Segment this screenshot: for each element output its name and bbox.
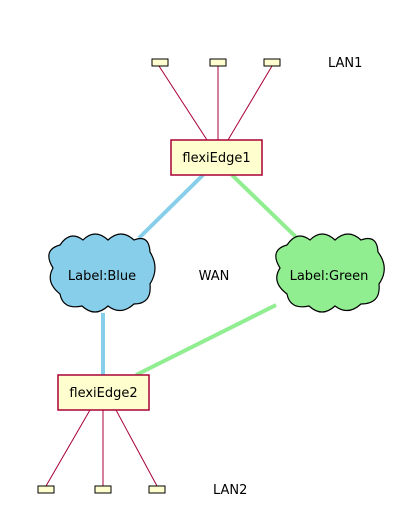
cloud-green-label: Label:Green [290, 269, 369, 284]
lan1-endpoint-2 [209, 58, 227, 67]
cloud-blue: Label:Blue [48, 233, 156, 313]
node-flexiedge2[interactable]: flexiEdge2 [57, 374, 150, 411]
lan2-endpoint-2 [94, 485, 112, 494]
lan1-endpoint-3 [263, 58, 281, 67]
lan2-link-3 [115, 409, 158, 487]
node-flexiedge2-label: flexiEdge2 [69, 386, 137, 401]
wan-link-green-edge2 [135, 303, 277, 377]
wan-link-edge1-blue [137, 173, 205, 240]
node-flexiedge1[interactable]: flexiEdge1 [170, 139, 263, 176]
lan1-link-1 [158, 65, 208, 141]
wan-label: WAN [199, 269, 230, 284]
cloud-blue-label: Label:Blue [68, 269, 136, 284]
node-flexiedge1-label: flexiEdge1 [182, 151, 250, 166]
lan2-endpoint-1 [37, 485, 55, 494]
lan2-label: LAN2 [213, 483, 247, 498]
cloud-green: Label:Green [275, 233, 385, 313]
lan2-endpoint-3 [148, 485, 166, 494]
lan2-link-1 [45, 409, 91, 487]
lan1-label: LAN1 [328, 56, 362, 71]
lan1-link-3 [227, 65, 273, 141]
lan1-endpoint-1 [151, 58, 169, 67]
wan-link-edge1-green [230, 173, 299, 240]
